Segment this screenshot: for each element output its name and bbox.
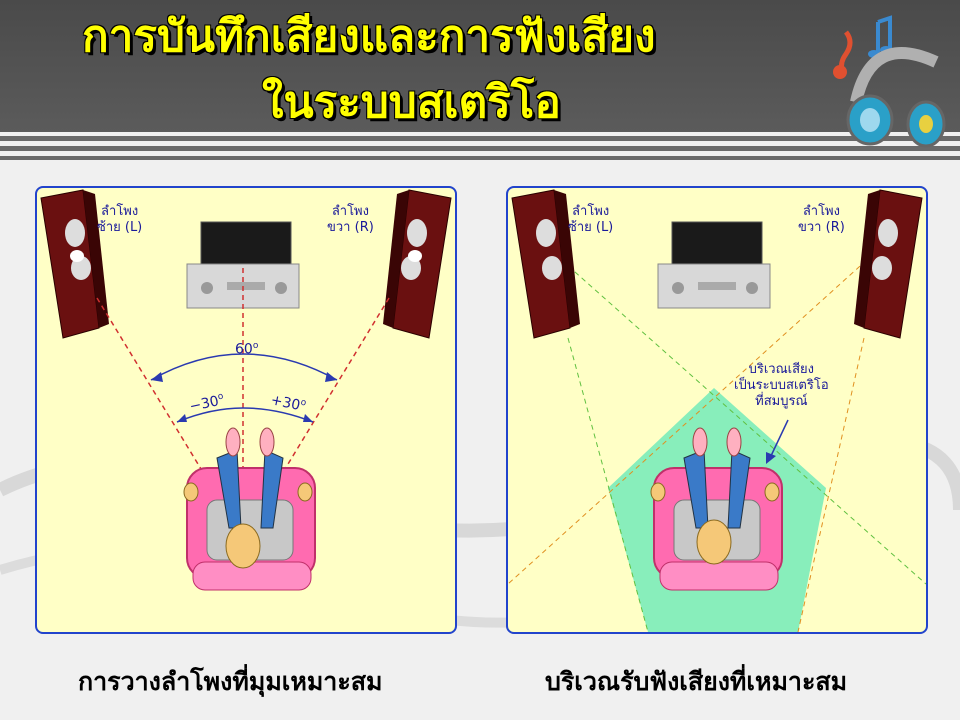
listener-chair-icon [650, 427, 783, 591]
speaker-icon [854, 189, 923, 339]
panel-listening-zone: ลำโพง ซ้าย (L) ลำโพง ขวา (R) บริเวณเสียง… [506, 186, 928, 634]
speaker-right-label-line1: ลำโพง [802, 204, 840, 219]
zone-label-line3: ที่สมบูรณ์ [755, 394, 808, 409]
speaker-left-label-line2: ซ้าย (L) [97, 220, 143, 235]
speaker-left-label-line1: ลำโพง [572, 204, 610, 219]
amplifier-icon [657, 221, 771, 309]
music-note-icon [876, 15, 892, 52]
listening-zone-diagram [508, 189, 926, 632]
headphones-icon [833, 15, 946, 148]
panel-speaker-angle: ลำโพง ซ้าย (L) ลำโพง ขวา (R) 60o −30o +3… [35, 186, 457, 634]
angle-total: 60 [235, 341, 253, 358]
caption-listening-zone: บริเวณรับฟังเสียงที่เหมาะสม [545, 667, 848, 696]
zone-label-line1: บริเวณเสียง [748, 362, 815, 377]
slide-title-line1: การบันทึกเสียงและการฟังเสียง [82, 11, 656, 62]
music-note-icon [839, 30, 853, 71]
slide-header [0, 0, 960, 132]
header-stripe [0, 146, 960, 151]
speaker-left-label-line1: ลำโพง [101, 204, 139, 219]
speaker-right-label-line2: ขวา (R) [327, 220, 374, 235]
slide-title-line2: ในระบบสเตริโอ [262, 77, 561, 128]
header-stripe [0, 156, 960, 160]
speaker-icon [511, 189, 580, 339]
speaker-icon [40, 189, 109, 339]
speaker-left-label-line2: ซ้าย (L) [568, 220, 614, 235]
speaker-icon [383, 189, 452, 339]
header-stripe [0, 136, 960, 141]
listener-chair-icon [183, 427, 316, 591]
speaker-right-label-line1: ลำโพง [331, 204, 369, 219]
speaker-right-label-line2: ขวา (R) [798, 220, 845, 235]
degree-mark: o [252, 341, 259, 351]
zone-label-line2: เป็นระบบสเตริโอ [734, 378, 829, 393]
caption-speaker-angle: การวางลำโพงที่มุมเหมาะสม [78, 667, 383, 696]
speaker-angle-diagram [40, 189, 452, 591]
